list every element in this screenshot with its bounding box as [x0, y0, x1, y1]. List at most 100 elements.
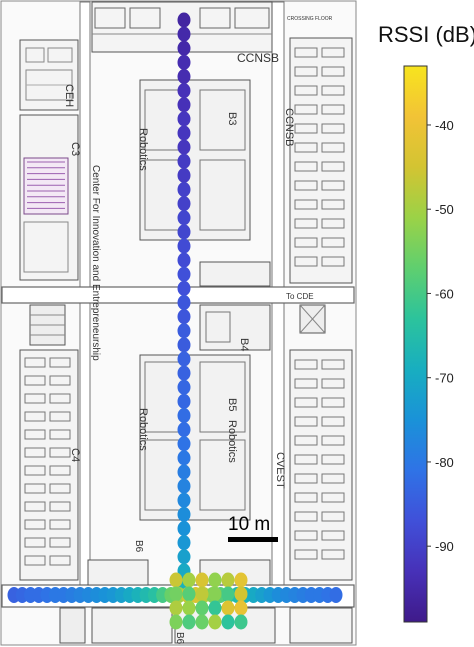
desk [294, 416, 318, 427]
rssi-marker [177, 408, 191, 423]
rssi-marker [234, 614, 248, 630]
elevator-cross-b [299, 304, 326, 334]
rssi-marker [177, 224, 191, 240]
desk [49, 447, 71, 458]
b3-block [139, 79, 251, 241]
desk [294, 549, 318, 560]
rssi-marker [177, 422, 191, 438]
desk [294, 530, 318, 541]
colorbar-tick-label: -60 [435, 286, 454, 301]
desk [321, 473, 345, 484]
rssi-marker [177, 323, 191, 339]
desk [321, 161, 345, 172]
desk [321, 180, 345, 191]
colorbar: -40-50-60-70-80-90 [403, 65, 454, 623]
colorbar-title: RSSI (dB) [378, 22, 474, 47]
desk [49, 375, 71, 386]
label-cvest: CVEST [274, 452, 286, 489]
label-b3: B3 [226, 112, 238, 125]
c3-block [19, 114, 79, 281]
rssi-marker [177, 492, 191, 508]
colorbar-tick-label: -40 [435, 118, 454, 133]
desk [294, 378, 318, 389]
ccnsb-block [289, 37, 353, 284]
rssi-marker [177, 69, 191, 84]
rssi-marker [177, 111, 191, 127]
rssi-marker [177, 266, 191, 282]
rssi-marker [182, 586, 196, 602]
desk [49, 393, 71, 404]
ceh-block [19, 39, 79, 111]
desk [294, 435, 318, 446]
rssi-marker [195, 572, 209, 588]
desk [24, 465, 46, 476]
desk [294, 218, 318, 229]
desk [294, 161, 318, 172]
desk [321, 378, 345, 389]
desk [321, 435, 345, 446]
desk [294, 85, 318, 96]
label-gate-top: CROSSING FLOOR [287, 16, 333, 22]
desk [49, 357, 71, 368]
scale-bar-label: 10 m [228, 514, 270, 535]
rssi-marker [177, 365, 191, 381]
desk [294, 180, 318, 191]
rssi-marker [177, 379, 191, 395]
desk [321, 85, 345, 96]
rssi-marker [221, 586, 235, 602]
rssi-marker [177, 12, 191, 28]
label-cie: Center For Innovation and Entrepreneursh… [90, 165, 101, 361]
b5-block [139, 354, 251, 521]
rssi-marker [195, 614, 209, 630]
label-c3: C3 [69, 142, 81, 156]
desk [24, 357, 46, 368]
desk [49, 483, 71, 494]
rssi-marker [195, 586, 209, 602]
rssi-marker [177, 351, 191, 367]
rssi-marker [177, 535, 191, 551]
scale-bar [228, 537, 278, 542]
rssi-marker [177, 252, 191, 268]
rssi-marker [195, 600, 209, 616]
desk [321, 511, 345, 522]
desk [49, 501, 71, 512]
desk [49, 519, 71, 530]
desk [24, 483, 46, 494]
desk [321, 47, 345, 58]
rssi-marker [182, 614, 196, 630]
rssi-marker [177, 83, 191, 99]
rssi-marker [177, 40, 191, 56]
rssi-marker [208, 600, 222, 616]
desk [294, 47, 318, 58]
rssi-marker [169, 572, 183, 588]
rssi-marker [182, 600, 196, 616]
desk [24, 375, 46, 386]
rssi-marker [169, 600, 183, 616]
rssi-marker [177, 125, 191, 141]
desk [321, 492, 345, 503]
desk [294, 104, 318, 115]
rssi-marker [208, 614, 222, 630]
rssi-marker [182, 572, 196, 588]
rssi-marker [177, 26, 191, 42]
desk [321, 142, 345, 153]
rssi-marker [221, 572, 235, 588]
desk [321, 549, 345, 560]
label-b5: B5 [226, 398, 238, 411]
desk [24, 447, 46, 458]
desk [49, 411, 71, 422]
colorbar-tick-label: -90 [435, 539, 454, 554]
rssi-markers [7, 12, 343, 630]
desk [294, 256, 318, 267]
desk [294, 199, 318, 210]
colorbar-tick-label: -80 [435, 455, 454, 470]
rssi-marker [169, 586, 183, 602]
rssi-marker [177, 139, 191, 155]
desk [321, 218, 345, 229]
rssi-marker [234, 586, 248, 602]
desk [321, 256, 345, 267]
desk [321, 237, 345, 248]
label-ccnsb-top: CCNSB [237, 51, 279, 65]
rssi-marker [208, 586, 222, 602]
